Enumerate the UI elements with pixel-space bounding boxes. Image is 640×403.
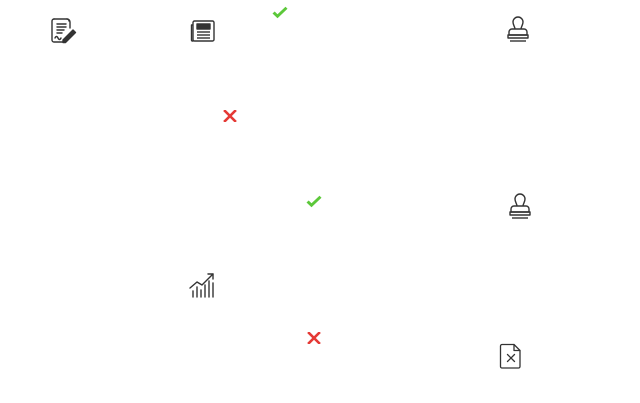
newspaper-icon [190, 19, 216, 43]
cross-icon [307, 332, 321, 344]
file-x-icon [498, 343, 524, 369]
line-chart-growth-icon [188, 271, 216, 299]
checkmark-icon [271, 6, 289, 20]
signed-document-icon [49, 16, 77, 44]
checkmark-icon [305, 195, 323, 209]
stamp-icon [505, 15, 531, 43]
cross-icon [223, 110, 237, 122]
stamp-icon [507, 192, 533, 220]
